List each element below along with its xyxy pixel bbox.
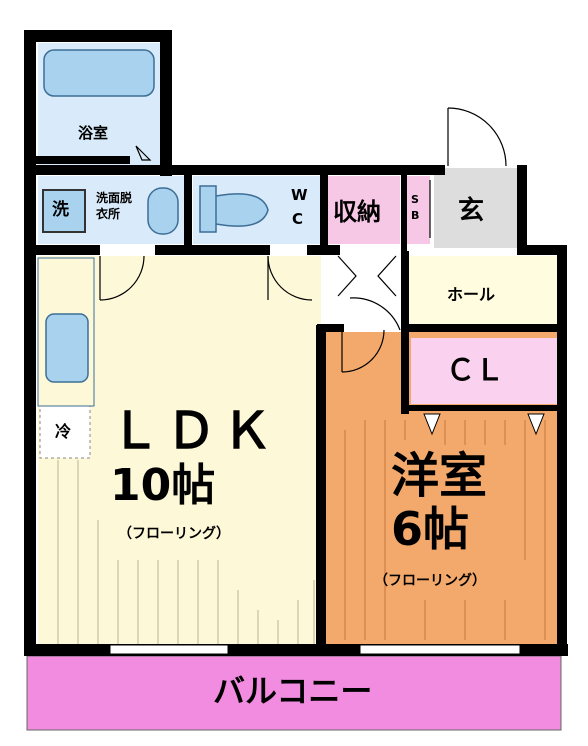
- storage-label: 収納: [333, 198, 381, 226]
- washer-label: 洗: [52, 200, 69, 220]
- closet-door-marks: [423, 413, 545, 436]
- balcony-label: バルコニー: [213, 672, 373, 710]
- closet-label: ＣＬ: [446, 353, 505, 387]
- storage-area: [328, 176, 400, 244]
- ldk-flooring-lines: [57, 460, 315, 645]
- shoebox-label-line1: S: [411, 193, 419, 206]
- kitchen-sink: [45, 313, 89, 383]
- wc-label-line1: W: [291, 186, 308, 204]
- hall-floor: [409, 256, 558, 324]
- ldk-floor-label: （フローリング）: [118, 526, 230, 542]
- washroom-label-line1: 洗面脱: [96, 191, 133, 205]
- hall-label: ホール: [447, 285, 496, 304]
- washbasin: [147, 187, 179, 235]
- windows: [109, 644, 521, 655]
- bath-label: 浴室: [78, 124, 109, 142]
- walls: [24, 30, 568, 656]
- bathtub: [43, 49, 155, 97]
- shoebox-area: [405, 176, 430, 244]
- washing-machine: [42, 189, 86, 233]
- western-flooring-lines: [344, 420, 546, 640]
- balcony-area: [26, 655, 562, 731]
- wc-label-line2: C: [292, 210, 304, 228]
- entrance-area: [434, 168, 520, 248]
- western-floor-label: （フローリング）: [374, 573, 486, 589]
- doors: [99, 107, 507, 373]
- western-room-size-label: 6帖: [391, 502, 470, 556]
- western-room-label: 洋室: [391, 448, 488, 504]
- washroom-label-line2: 衣所: [96, 207, 121, 221]
- kitchen-counter: [37, 257, 95, 407]
- fridge-space: [39, 405, 91, 459]
- toilet: [199, 185, 269, 233]
- entrance-label: 玄: [458, 196, 485, 226]
- ldk-size-label: 10帖: [110, 460, 216, 511]
- closet-area: [411, 338, 557, 404]
- ldk-label: ＬＤＫ: [110, 402, 278, 460]
- shoebox-label-line2: B: [411, 209, 420, 222]
- fridge-label: 冷: [55, 422, 72, 441]
